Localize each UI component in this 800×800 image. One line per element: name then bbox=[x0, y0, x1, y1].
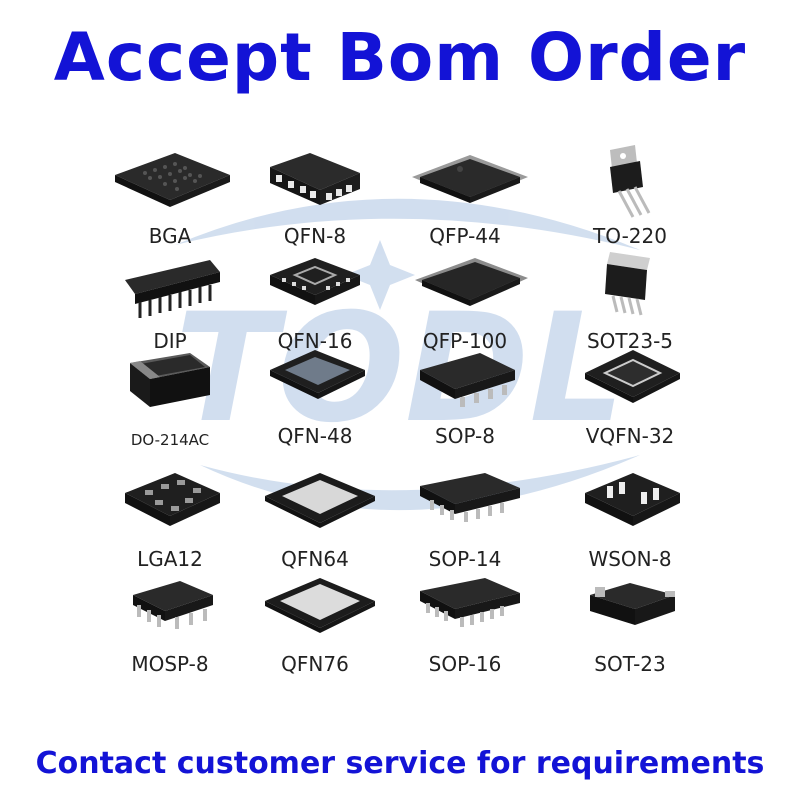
package-sop16: SOP-16 bbox=[380, 573, 550, 685]
package-label: BGA bbox=[148, 224, 192, 248]
lga12-chip-icon bbox=[125, 473, 220, 526]
package-label: QFN76 bbox=[281, 652, 349, 676]
package-qfn16: QFN-16 bbox=[230, 250, 400, 362]
qfn48-chip-icon bbox=[270, 350, 365, 399]
qfn64-chip-icon bbox=[265, 473, 375, 528]
qfn76-chip-icon bbox=[265, 578, 375, 633]
wson8-chip-icon bbox=[585, 473, 680, 526]
package-wson8: WSON-8 bbox=[545, 468, 715, 580]
qfp44-chip-icon bbox=[412, 155, 528, 203]
footer-text: Contact customer service for requirement… bbox=[35, 746, 765, 781]
package-label: QFP-100 bbox=[422, 329, 508, 353]
package-label: QFN-48 bbox=[277, 424, 353, 448]
sop8-chip-icon bbox=[420, 353, 515, 407]
to220-chip-icon bbox=[610, 145, 651, 218]
package-to220: TO-220 bbox=[545, 145, 715, 257]
package-label: DO-214AC bbox=[130, 431, 210, 449]
package-do214ac: DO-214AC bbox=[85, 345, 255, 457]
package-qfp100: QFP-100 bbox=[380, 250, 550, 362]
package-sop8: SOP-8 bbox=[380, 345, 550, 457]
package-sop14: SOP-14 bbox=[380, 468, 550, 580]
qfp100-chip-icon bbox=[415, 258, 528, 306]
package-qfn64: QFN64 bbox=[230, 468, 400, 580]
package-label: TO-220 bbox=[593, 224, 667, 248]
bga-chip-icon bbox=[115, 153, 230, 207]
package-label: SOP-16 bbox=[428, 652, 502, 676]
qfn16-chip-icon bbox=[270, 258, 360, 305]
package-label: QFP-44 bbox=[429, 224, 501, 248]
package-label: WSON-8 bbox=[588, 547, 672, 571]
sop14-chip-icon bbox=[420, 473, 520, 522]
package-label: DIP bbox=[153, 329, 187, 353]
package-vqfn32: VQFN-32 bbox=[545, 345, 715, 457]
mosp8-chip-icon bbox=[133, 581, 213, 629]
qfn8-chip-icon bbox=[270, 153, 360, 205]
package-label: MOSP-8 bbox=[131, 652, 209, 676]
package-label: QFN64 bbox=[281, 547, 349, 571]
dip-chip-icon bbox=[125, 260, 220, 318]
package-qfn48: QFN-48 bbox=[230, 345, 400, 457]
page-title: Accept Bom Order bbox=[53, 19, 747, 96]
package-qfn8: QFN-8 bbox=[230, 145, 400, 257]
package-mosp8: MOSP-8 bbox=[85, 573, 255, 685]
sot23-chip-icon bbox=[590, 583, 675, 625]
package-label: LGA12 bbox=[137, 547, 203, 571]
package-label: SOT-23 bbox=[594, 652, 666, 676]
sop16-chip-icon bbox=[420, 578, 520, 627]
package-qfn76: QFN76 bbox=[230, 573, 400, 685]
sot23-5-chip-icon bbox=[605, 252, 650, 316]
package-label: VQFN-32 bbox=[585, 424, 675, 448]
package-sot23: SOT-23 bbox=[545, 573, 715, 685]
package-qfp44: QFP-44 bbox=[380, 145, 550, 257]
package-label: QFN-16 bbox=[277, 329, 353, 353]
package-label: SOP-8 bbox=[435, 424, 495, 448]
package-dip: DIP bbox=[85, 250, 255, 362]
package-label: SOT23-5 bbox=[586, 329, 674, 353]
do214ac-chip-icon bbox=[130, 353, 210, 407]
package-label: SOP-14 bbox=[428, 547, 502, 571]
package-sot23-5: SOT23-5 bbox=[545, 250, 715, 362]
package-label: QFN-8 bbox=[283, 224, 347, 248]
vqfn32-chip-icon bbox=[585, 350, 680, 403]
package-bga: BGA bbox=[85, 145, 255, 257]
package-lga12: LGA12 bbox=[85, 468, 255, 580]
